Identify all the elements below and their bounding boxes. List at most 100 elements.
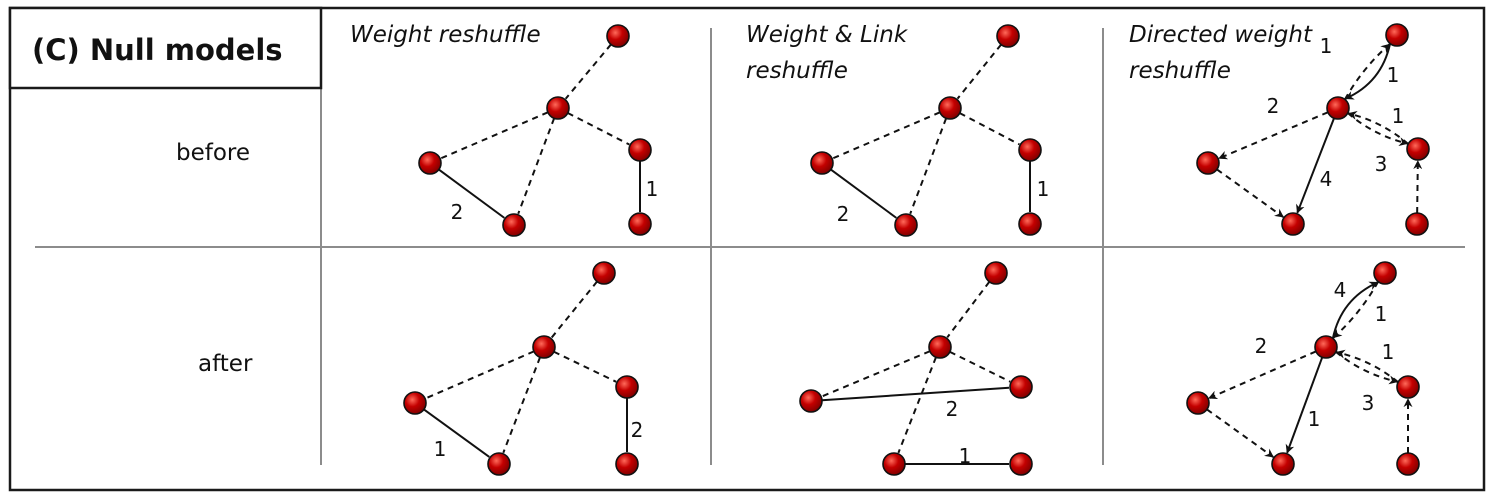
weight-label: 3 <box>1375 152 1388 176</box>
edge <box>956 43 1002 100</box>
node <box>938 96 962 120</box>
edge <box>438 168 505 219</box>
edge <box>423 408 490 458</box>
weight-label: 1 <box>1037 177 1050 201</box>
node <box>1186 391 1210 415</box>
edge <box>1208 350 1317 400</box>
node <box>1396 375 1420 399</box>
column-title-weight: Weight reshuffle <box>350 22 541 48</box>
weight-label: 2 <box>946 397 959 421</box>
weight-label: 4 <box>1334 278 1347 302</box>
edge <box>1285 356 1324 454</box>
weight-label: 2 <box>631 418 644 442</box>
weight-label: 2 <box>451 200 464 224</box>
node <box>615 375 639 399</box>
edge <box>1206 408 1274 458</box>
edge <box>502 356 541 454</box>
weight-label: 1 <box>1392 104 1405 128</box>
weight-label: 1 <box>1382 340 1395 364</box>
weight-label: 1 <box>646 177 659 201</box>
edge <box>909 117 948 215</box>
node <box>894 213 918 237</box>
weight-label: 1 <box>1308 407 1321 431</box>
node <box>996 24 1020 48</box>
weight-label: 2 <box>1267 94 1280 118</box>
weight-label: 1 <box>1375 302 1388 326</box>
node <box>984 261 1008 285</box>
column-title-directed-line2: reshuffle <box>1129 58 1231 84</box>
node <box>592 261 616 285</box>
weight-label: 4 <box>1320 167 1333 191</box>
weight-label: 2 <box>1255 334 1268 358</box>
edge <box>946 281 991 339</box>
edge <box>1344 43 1392 100</box>
edge <box>897 356 937 454</box>
column-title-link-line2: reshuffle <box>746 58 848 84</box>
node <box>1396 452 1420 476</box>
edge <box>567 112 630 146</box>
edge <box>1413 160 1423 214</box>
edge <box>1296 117 1335 214</box>
row-label-after: after <box>198 351 253 377</box>
node <box>628 212 652 236</box>
node <box>1018 138 1042 162</box>
diagram-title: (C) Null models <box>32 33 283 67</box>
node <box>1326 96 1350 120</box>
node <box>1018 212 1042 236</box>
node <box>1385 23 1409 47</box>
edge <box>440 111 549 160</box>
node <box>615 452 639 476</box>
edge <box>1347 111 1409 145</box>
node <box>487 452 511 476</box>
weight-label: 3 <box>1362 391 1375 415</box>
outer-frame <box>8 6 1486 492</box>
panel-link-before: 21 <box>810 24 1050 237</box>
edge <box>1216 168 1284 218</box>
edge <box>1344 43 1391 100</box>
column-title-link-line1: Weight & Link <box>746 22 909 48</box>
panel-link-after: 21 <box>799 261 1033 476</box>
weight-label: 1 <box>1387 63 1400 87</box>
weight-label: 2 <box>837 202 850 226</box>
weight-label: 1 <box>959 444 972 468</box>
node <box>1406 137 1430 161</box>
node <box>628 138 652 162</box>
panel-weight-after: 12 <box>403 261 644 476</box>
column-title-directed-line1: Directed weight <box>1129 22 1313 48</box>
edge <box>1218 111 1329 160</box>
row-label-before: before <box>176 140 250 166</box>
edge <box>425 350 535 400</box>
node <box>502 213 526 237</box>
edge <box>564 43 612 100</box>
node <box>1009 375 1033 399</box>
edge <box>832 111 941 160</box>
node <box>1009 452 1033 476</box>
edge <box>1332 281 1380 339</box>
node <box>928 335 952 359</box>
node <box>1196 151 1220 175</box>
node <box>1271 452 1295 476</box>
edge <box>821 350 931 398</box>
edge <box>550 280 598 339</box>
node <box>532 335 556 359</box>
node <box>418 151 442 175</box>
edge <box>821 386 1010 402</box>
title-box <box>8 6 323 90</box>
edge <box>1335 351 1399 385</box>
edge <box>959 112 1020 146</box>
node <box>403 391 427 415</box>
edge <box>1347 112 1409 146</box>
node <box>606 24 630 48</box>
edge <box>1335 349 1399 383</box>
weight-label: 1 <box>434 437 447 461</box>
node <box>810 151 834 175</box>
node <box>1314 335 1338 359</box>
panel-directed-after: 4 1 2 1 3 1 <box>1186 261 1420 476</box>
edge <box>949 350 1011 383</box>
edge <box>517 117 556 215</box>
node <box>799 389 823 413</box>
weight-label: 1 <box>1320 34 1333 58</box>
